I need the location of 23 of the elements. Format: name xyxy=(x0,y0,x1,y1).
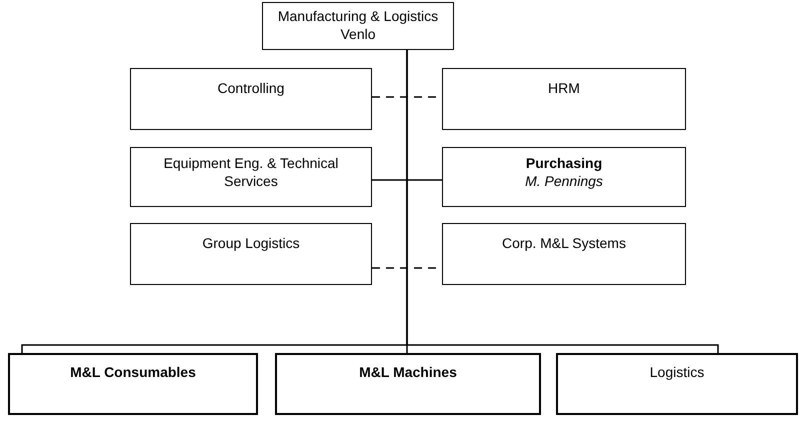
org-unit-box xyxy=(262,2,454,50)
org-unit-box xyxy=(130,223,372,285)
unit-name: Purchasing xyxy=(524,154,604,172)
org-unit-box xyxy=(442,223,686,285)
org-unit-box xyxy=(442,68,686,130)
connector-line xyxy=(406,50,719,353)
org-unit-box xyxy=(556,353,798,415)
unit-name: Group Logistics xyxy=(201,234,301,252)
connector-line xyxy=(372,179,442,181)
org-unit-box xyxy=(442,147,686,207)
unit-name: Manufacturing & Logistics Venlo xyxy=(276,7,440,43)
org-unit-box xyxy=(130,68,372,130)
org-unit-box xyxy=(8,353,258,415)
org-unit-box xyxy=(130,147,372,207)
unit-name: HRM xyxy=(547,79,581,97)
unit-name: Equipment Eng. & Technical Services xyxy=(162,154,340,190)
unit-name: Logistics xyxy=(648,363,706,381)
unit-name: M&L Consumables xyxy=(69,363,197,381)
unit-name: Controlling xyxy=(216,79,286,97)
person-name: M. Pennings xyxy=(524,172,604,190)
unit-name: Corp. M&L Systems xyxy=(501,234,627,252)
unit-name: M&L Machines xyxy=(358,363,458,381)
org-unit-box xyxy=(275,353,541,415)
